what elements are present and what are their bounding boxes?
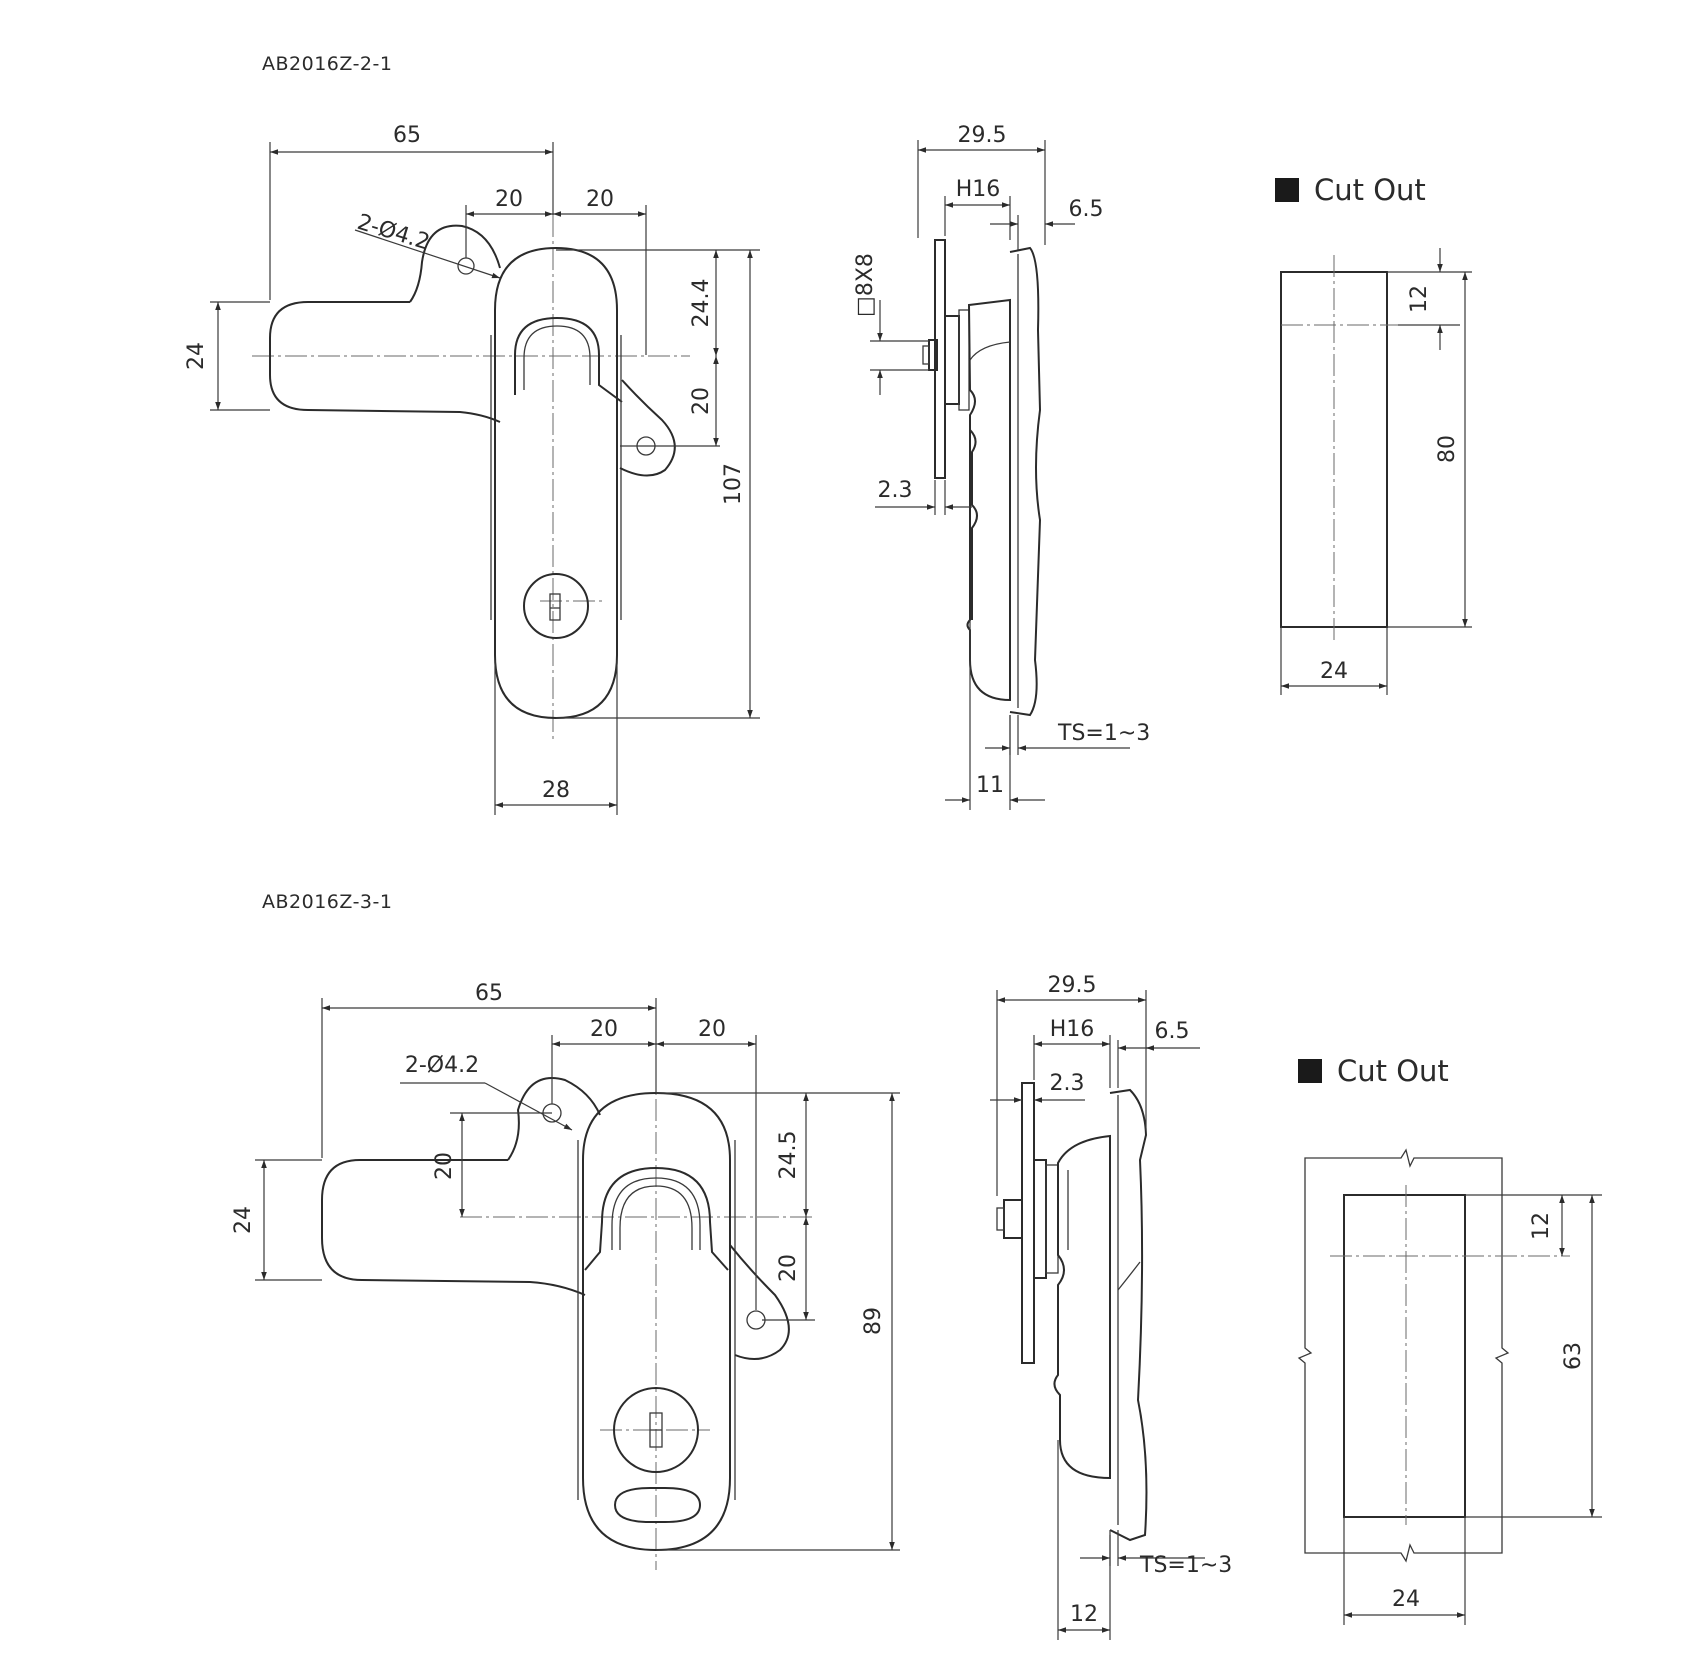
dim2-20-lower: 20	[776, 1254, 801, 1282]
dim2-65: 65	[475, 981, 503, 1006]
dim2-holes: 2-Ø4.2	[405, 1053, 479, 1078]
side-view-2: 29.5 H16 6.5 2.3 TS=1~3 12	[990, 973, 1232, 1640]
dim-28: 28	[542, 778, 570, 803]
cut-out-title-2: Cut Out	[1337, 1054, 1449, 1088]
part-code-1: AB2016Z-2-1	[262, 53, 392, 75]
part-code-2: AB2016Z-3-1	[262, 891, 392, 913]
cut2-dim-12: 12	[1529, 1212, 1554, 1240]
front-view-2: 65 20 20 2-Ø4.2 24 20 24.5 20 89	[231, 981, 900, 1570]
dim2-h16: H16	[1050, 1017, 1095, 1042]
cut2-dim-24: 24	[1392, 1587, 1420, 1612]
dim-20-right: 20	[586, 187, 614, 212]
dim-24: 24	[184, 342, 209, 370]
dim2-89: 89	[861, 1307, 886, 1335]
cut2-dim-63: 63	[1561, 1342, 1586, 1370]
dim2-20-offset: 20	[432, 1152, 457, 1180]
dim-20-lower: 20	[689, 387, 714, 415]
cut-dim-80: 80	[1435, 435, 1460, 463]
cut-out-title-square-1	[1275, 178, 1299, 202]
dim-107: 107	[721, 463, 746, 505]
dim2-24: 24	[231, 1206, 256, 1234]
dim2-6-5: 6.5	[1155, 1019, 1190, 1044]
cut-dim-24: 24	[1320, 659, 1348, 684]
side-view-1: 29.5 H16 6.5 □8X8 2.3 TS=1~3 11	[853, 123, 1150, 810]
cut-out-title-1: Cut Out	[1314, 173, 1426, 207]
dim2-12: 12	[1070, 1602, 1098, 1627]
dim-6-5: 6.5	[1069, 197, 1104, 222]
dim-h16: H16	[956, 177, 1001, 202]
dim-holes: 2-Ø4.2	[354, 210, 432, 256]
dim2-ts: TS=1~3	[1139, 1553, 1232, 1578]
dim-square: □8X8	[853, 253, 878, 317]
dim2-20-left: 20	[590, 1017, 618, 1042]
dim2-24-5: 24.5	[776, 1131, 801, 1180]
cutout-2: Cut Out 12 63 24	[1297, 1054, 1602, 1625]
dim-20-left: 20	[495, 187, 523, 212]
dim-11: 11	[976, 773, 1004, 798]
dim-29-5: 29.5	[958, 123, 1007, 148]
front-view-1: 65 20 20 2-Ø4.2 24 24.4 20 107 28	[184, 123, 760, 815]
cutout-1: Cut Out 12 80 24	[1275, 173, 1472, 695]
cut-out-title-square-2	[1298, 1059, 1322, 1083]
dim-ts: TS=1~3	[1057, 721, 1150, 746]
dim-2-3: 2.3	[878, 478, 913, 503]
dim-24-4: 24.4	[689, 279, 714, 328]
dim2-29-5: 29.5	[1048, 973, 1097, 998]
cut-dim-12: 12	[1407, 285, 1432, 313]
dim2-20-right: 20	[698, 1017, 726, 1042]
dim2-2-3: 2.3	[1050, 1071, 1085, 1096]
dim-65: 65	[393, 123, 421, 148]
